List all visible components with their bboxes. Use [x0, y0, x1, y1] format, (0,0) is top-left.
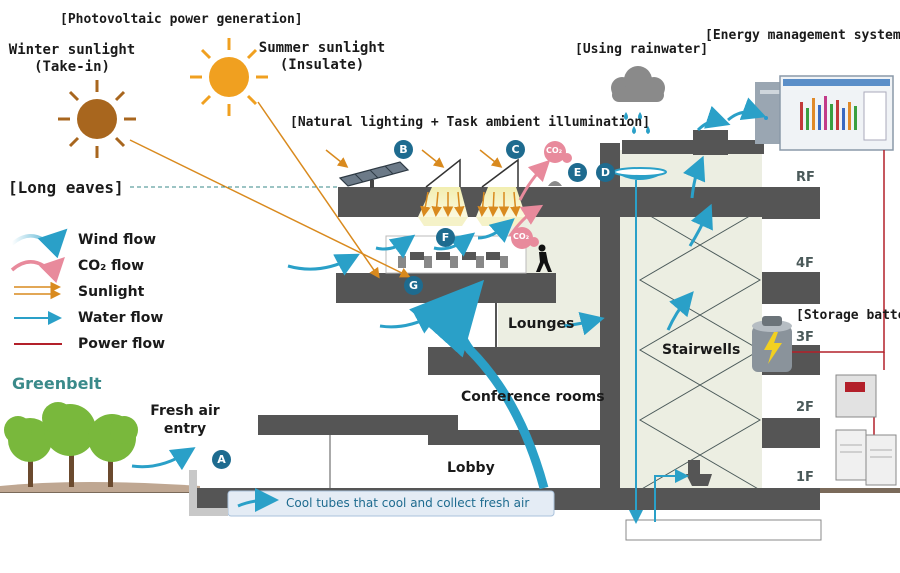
summer-sun-icon	[190, 38, 268, 116]
toilet-icon	[686, 460, 712, 486]
summer-sunlight-note: (Insulate)	[279, 57, 365, 73]
badge-b: B	[394, 140, 413, 159]
greenbelt-trees	[4, 402, 138, 487]
co2-sensor-e	[548, 181, 562, 186]
storage-battery-label: [Storage battery]	[796, 308, 900, 323]
daylight-arrows	[420, 191, 521, 217]
winter-sunlight-label: Winter sunlight (Take-in)	[2, 42, 142, 76]
floor-rf: RF	[796, 170, 815, 185]
badge-e: E	[568, 163, 587, 182]
co2-bubbles	[511, 141, 572, 249]
water-pipes	[629, 180, 689, 524]
legend-wind: Wind flow	[78, 232, 157, 248]
skylight-b	[425, 158, 461, 188]
winter-sun-icon	[58, 80, 136, 158]
badge-f: F	[436, 228, 455, 247]
badge-c: C	[506, 140, 525, 159]
rainwater-tank	[625, 519, 822, 541]
sun-rays	[129, 101, 503, 279]
legend-sunlight: Sunlight	[78, 284, 145, 300]
co2-bubble-label-top: CO₂	[546, 146, 563, 155]
rain-cloud	[611, 66, 665, 102]
floor-4f: 4F	[796, 256, 814, 271]
skylight-c	[481, 158, 519, 188]
cool-tube	[227, 490, 555, 517]
wind-flows	[131, 97, 767, 513]
ems-header: [Energy management system]	[705, 28, 900, 43]
air-intake-pipe	[189, 470, 228, 516]
winter-sunlight-title: Winter sunlight	[8, 42, 136, 58]
lounges-label: Lounges	[508, 316, 575, 332]
floor-3f: 3F	[796, 330, 814, 345]
ems-computer-icon	[755, 75, 894, 151]
co2-flows	[508, 159, 551, 237]
fresh-air-line1: Fresh air	[150, 403, 220, 419]
co2-bubble-label-office: CO₂	[513, 232, 530, 241]
long-eaves-label: [Long eaves]	[8, 178, 124, 197]
legend-power: Power flow	[78, 336, 166, 352]
solar-panel	[338, 161, 410, 188]
fresh-air-line2: entry	[163, 421, 207, 437]
fresh-air-label: Fresh air entry	[150, 402, 220, 438]
greenbelt-label: Greenbelt	[12, 374, 102, 393]
summer-sunlight-label: Summer sunlight (Insulate)	[252, 40, 392, 74]
legend-icons	[10, 228, 68, 345]
conference-label: Conference rooms	[461, 389, 605, 405]
lighting-header: [Natural lighting + Task ambient illumin…	[290, 115, 651, 130]
floor-2f: 2F	[796, 400, 814, 415]
legend-water: Water flow	[78, 310, 164, 326]
summer-sunlight-title: Summer sunlight	[258, 40, 386, 56]
floor-1f: 1F	[796, 470, 814, 485]
legend-co2: CO₂ flow	[78, 258, 145, 274]
stairwells-label: Stairwells	[662, 342, 741, 358]
cool-tubes-label: Cool tubes that cool and collect fresh a…	[286, 496, 530, 510]
photovoltaic-header: [Photovoltaic power generation]	[60, 12, 303, 27]
person-icon	[536, 244, 552, 272]
big-updraft	[409, 279, 549, 490]
rainwater-header: [Using rainwater]	[575, 42, 709, 57]
winter-sunlight-note: (Take-in)	[34, 59, 110, 75]
badge-d: D	[596, 163, 615, 182]
ground-soil	[0, 482, 200, 492]
badge-g: G	[404, 276, 423, 295]
storage-battery-icon	[752, 316, 792, 372]
rain-drops	[624, 112, 650, 134]
power-cabinets-icon	[835, 374, 897, 486]
lobby-label: Lobby	[447, 460, 495, 476]
badge-a: A	[212, 450, 231, 469]
